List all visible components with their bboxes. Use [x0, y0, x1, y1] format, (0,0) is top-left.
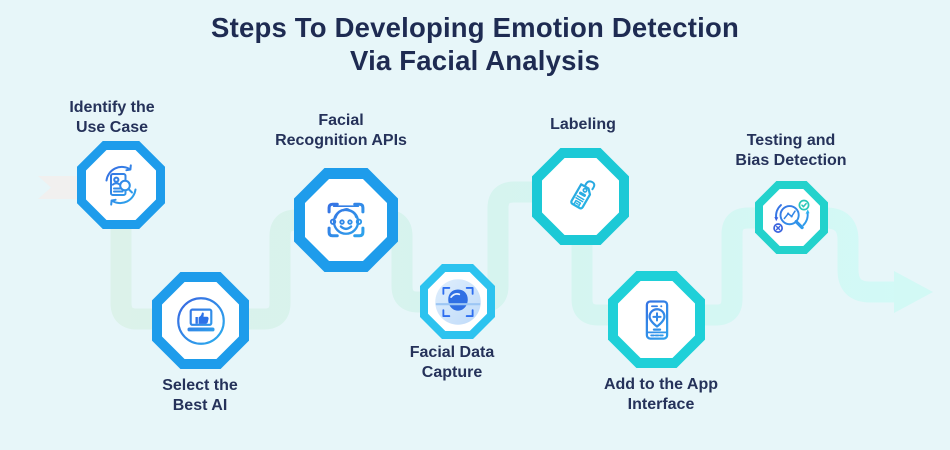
- step-label: Identify the Use Case: [69, 99, 155, 137]
- step-label: Facial Data Capture: [409, 344, 495, 382]
- step-octagon: [608, 271, 705, 368]
- phone-add-pin-icon: [645, 299, 668, 340]
- flow-path: [110, 181, 895, 330]
- clipboard-person-search-icon: [105, 164, 137, 206]
- step-octagon: [532, 148, 629, 245]
- octagon-inner: [305, 179, 387, 261]
- magnifier-chart-check-icon: [772, 199, 810, 233]
- face-capture-icon: [434, 278, 481, 325]
- laptop-thumbs-up-icon: [176, 296, 225, 345]
- step-label: Labeling: [550, 116, 616, 133]
- octagon-inner: [542, 158, 619, 235]
- face-scan-icon: [327, 202, 365, 238]
- octagon-inner: [618, 281, 695, 358]
- step-label: Testing and Bias Detection: [735, 132, 847, 170]
- step-octagon: [77, 141, 165, 229]
- step-label: Select the Best AI: [162, 377, 238, 415]
- step-label: Facial Recognition APIs: [275, 112, 407, 150]
- step-octagon: [152, 272, 249, 369]
- page-title: Steps To Developing Emotion Detection Vi…: [211, 12, 739, 76]
- price-tag-icon: [569, 179, 595, 209]
- start-ribbon-arrow: [38, 176, 86, 199]
- step-label: Add to the App Interface: [603, 376, 719, 414]
- step-octagon: [294, 168, 398, 272]
- octagon-inner: [86, 150, 156, 220]
- step-octagon: [420, 264, 495, 339]
- flow-arrowhead-icon: [894, 271, 933, 313]
- octagon-inner: [763, 189, 820, 246]
- step-octagon: [755, 181, 828, 254]
- octagon-inner: [428, 272, 487, 331]
- octagon-inner: [162, 282, 239, 359]
